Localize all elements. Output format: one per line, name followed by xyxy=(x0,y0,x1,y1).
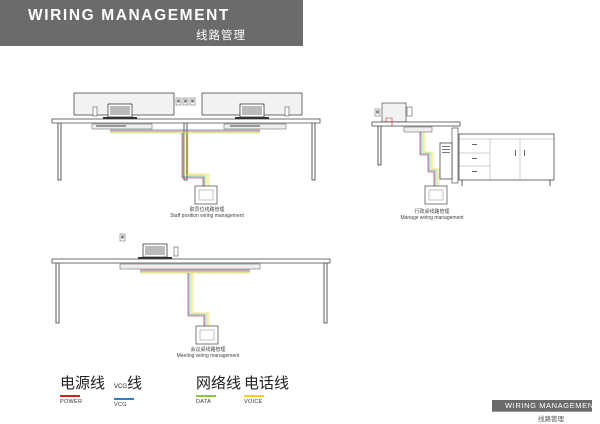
meeting-tabletop xyxy=(51,258,331,264)
voice-line-icon xyxy=(244,395,264,397)
footer-divider xyxy=(492,411,592,412)
footer-band xyxy=(492,400,592,412)
manager-caption-en: Manage wiring management xyxy=(400,214,464,221)
meeting-caption-en: Meeting wiring management xyxy=(176,352,240,359)
staff-leg-right xyxy=(311,123,316,181)
staff-leg-mid xyxy=(183,123,188,181)
staff-caption: 职员位线路管理 Staff position wiring management xyxy=(152,207,262,220)
manager-vertical-cables xyxy=(385,117,440,186)
power-line-icon xyxy=(60,395,80,397)
staff-phone-right xyxy=(284,106,290,117)
legend-vcg: VCG线 VCG xyxy=(114,376,142,408)
staff-desktop xyxy=(51,118,321,124)
manager-caption-cn: 行政桌线路管理 xyxy=(414,209,450,215)
footer-title: WIRING MANAGEMENT xyxy=(505,401,599,410)
staff-vertical-cables xyxy=(181,133,210,186)
meeting-vertical-cables xyxy=(187,273,210,326)
manager-pc-tower xyxy=(439,142,453,180)
staff-leg-left xyxy=(57,123,62,181)
legend-data-en: DATA xyxy=(196,399,212,405)
staff-monitor-left xyxy=(103,103,137,119)
legend-voice: 电话线 VOICE xyxy=(244,376,289,405)
staff-caption-cn: 职员位线路管理 xyxy=(189,207,225,213)
page-title: WIRING MANAGEMENT xyxy=(28,7,230,24)
legend-power: 电源线 POWER xyxy=(60,376,105,405)
meeting-caption: 会议桌线路管理 Meeting wiring management xyxy=(158,347,258,360)
footer-subtitle: 线路管理 xyxy=(538,416,564,423)
legend-data: 网络线 DATA xyxy=(196,376,241,405)
legend-voice-cn: 电话线 xyxy=(244,375,290,392)
header-band xyxy=(0,0,303,46)
meeting-caption-cn: 会议桌线路管理 xyxy=(190,347,226,353)
staff-phone-left xyxy=(92,106,98,117)
manager-floor-box xyxy=(424,185,448,205)
staff-monitor-right xyxy=(235,103,269,119)
manager-desktop xyxy=(371,121,461,127)
vcg-line-icon xyxy=(114,398,134,400)
legend-vcg-cn: 线 xyxy=(127,375,143,392)
meeting-monitor xyxy=(138,243,172,259)
legend-voice-en: VOICE xyxy=(244,399,263,405)
wire-legend: 电源线 POWER VCG线 VCG 网络线 DATA 电话线 VOICE xyxy=(60,376,360,408)
meeting-floor-box xyxy=(195,325,219,345)
page-subtitle: 线路管理 xyxy=(196,30,246,42)
manager-desk-drawing xyxy=(371,102,555,205)
staff-floor-box xyxy=(194,185,218,205)
legend-data-cn: 网络线 xyxy=(196,375,242,392)
meeting-desk-drawing xyxy=(51,233,331,345)
legend-power-en: POWER xyxy=(60,399,83,405)
staff-desk-drawing xyxy=(51,92,321,205)
manager-cabinet xyxy=(458,133,555,181)
data-line-icon xyxy=(196,395,216,397)
legend-power-cn: 电源线 xyxy=(60,375,106,392)
manager-caption: 行政桌线路管理 Manage wiring management xyxy=(382,209,482,222)
staff-caption-en: Staff position wiring management xyxy=(170,212,244,219)
legend-vcg-en: VCG xyxy=(114,402,127,408)
legend-vcg-small: VCG xyxy=(114,384,128,390)
